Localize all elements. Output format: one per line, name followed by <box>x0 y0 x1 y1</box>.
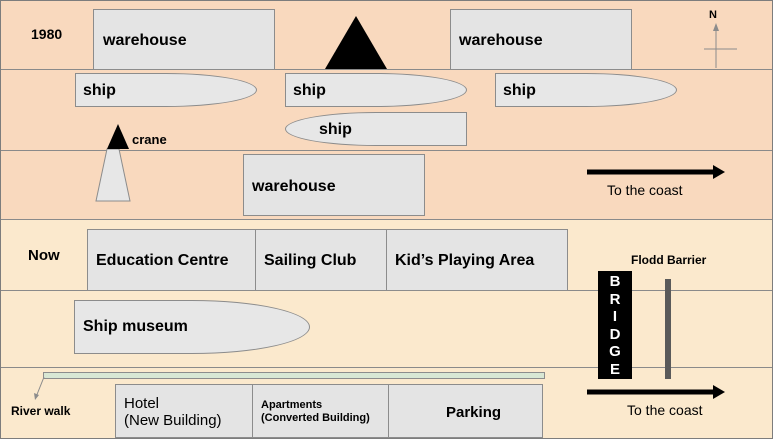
river-walk-label: River walk <box>11 404 71 418</box>
warehouse-3: warehouse <box>243 154 425 216</box>
ship-museum: Ship museum <box>74 300 310 354</box>
bridge-letter: G <box>609 343 621 360</box>
education-centre: Education Centre <box>87 229 256 291</box>
bridge-letter: B <box>609 273 621 290</box>
flood-barrier-label: Flodd Barrier <box>631 253 707 267</box>
coast-arrow-now-icon <box>587 385 725 399</box>
education-centre-label: Education Centre <box>96 252 229 269</box>
ship-4-label: ship <box>319 121 352 138</box>
warehouse-2: warehouse <box>450 9 632 70</box>
hotel-label-1: Hotel <box>124 395 160 412</box>
kids-playing-area: Kid’s Playing Area <box>386 229 568 291</box>
warehouse-1-label: warehouse <box>103 32 187 49</box>
apartments: Apartments (Converted Building) <box>252 384 389 438</box>
to-coast-now-label: To the coast <box>627 402 703 418</box>
river-walk-pointer-icon <box>34 376 45 400</box>
apartments-label-1: Apartments <box>261 399 323 411</box>
warehouse-3-label: warehouse <box>252 178 336 195</box>
warehouse-1: warehouse <box>93 9 275 70</box>
year-1980-label: 1980 <box>31 26 63 42</box>
kids-playing-area-label: Kid’s Playing Area <box>395 252 535 269</box>
ship-4: ship <box>285 112 467 146</box>
coast-arrow-1980-icon <box>587 165 725 179</box>
warehouse-2-label: warehouse <box>459 32 543 49</box>
crane-1-icon <box>325 16 387 69</box>
bridge-letter: R <box>609 290 621 308</box>
bridge-letter: I <box>612 308 618 325</box>
river-walk-path <box>43 372 545 379</box>
apartments-label-2: (Converted Building) <box>261 412 370 424</box>
north-arrow-icon <box>704 23 737 68</box>
ship-2-label: ship <box>293 82 326 99</box>
ship-1-label: ship <box>83 82 116 99</box>
ship-3-label: ship <box>503 82 536 99</box>
bridge-letter: E <box>609 360 620 378</box>
bridge-letter: D <box>609 325 621 343</box>
hotel-label-2: (New Building) <box>124 412 222 429</box>
parking-label: Parking <box>446 404 502 421</box>
ship-museum-label: Ship museum <box>83 318 188 335</box>
flood-barrier <box>665 279 671 379</box>
crane-2-base-icon <box>95 148 131 202</box>
sailing-club-label: Sailing Club <box>264 252 357 269</box>
north-label: N <box>709 9 717 21</box>
ship-1: ship <box>75 73 257 107</box>
ship-2: ship <box>285 73 467 107</box>
crane-2-icon <box>107 124 129 149</box>
now-label: Now <box>28 247 60 264</box>
ship-3: ship <box>495 73 677 107</box>
to-coast-1980-label: To the coast <box>607 182 683 198</box>
hotel: Hotel (New Building) <box>115 384 253 438</box>
crane-2-label: crane <box>132 132 167 147</box>
parking: Parking <box>388 384 543 438</box>
